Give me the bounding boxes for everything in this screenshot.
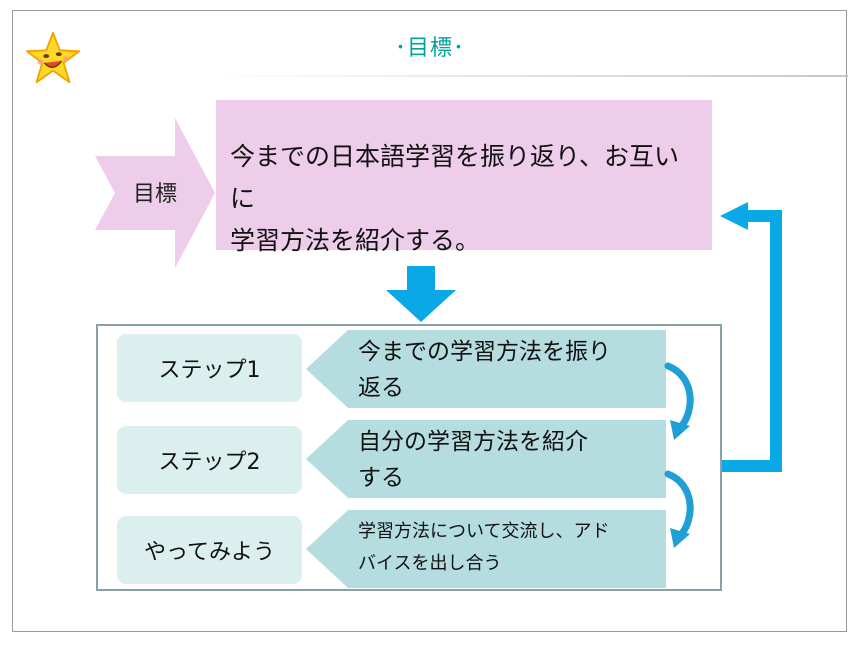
step-1-text-line-2: 返る: [358, 375, 404, 401]
step-1-text: 今までの学習方法を振り 返る: [358, 334, 658, 406]
step-3-text-line-1: 学習方法について交流し、アド: [358, 521, 610, 542]
step-2-text-line-2: する: [358, 465, 404, 491]
down-arrow-icon: [386, 266, 456, 322]
smiling-star-icon: [25, 31, 81, 84]
step-3-text-line-2: バイスを出し合う: [358, 553, 502, 574]
step-2-description: 自分の学習方法を紹介 する: [306, 420, 666, 498]
step-2-arrow-shape: [306, 420, 666, 498]
curved-down-arrow-icon: [664, 362, 694, 440]
step-2-text: 自分の学習方法を紹介 する: [358, 424, 658, 496]
step-3-arrow-shape: [306, 510, 666, 588]
goal-text-line-2: 学習方法を紹介する。: [230, 226, 481, 255]
step-1-description: 今までの学習方法を振り 返る: [306, 330, 666, 408]
step-3-description: 学習方法について交流し、アド バイスを出し合う: [306, 510, 666, 588]
step-3-label: やってみよう: [117, 516, 302, 584]
goal-box: 今までの日本語学習を振り返り、お互いに 学習方法を紹介する。: [216, 100, 712, 255]
step-1-text-line-1: 今までの学習方法を振り: [358, 339, 611, 365]
step-2-label: ステップ2: [117, 426, 302, 494]
goal-text-line-1: 今までの日本語学習を振り返り、お互いに: [230, 142, 680, 213]
goal-label: 目標: [132, 182, 177, 207]
page-title: ･目標･: [394, 36, 465, 61]
goal-chevron-arrow: [95, 118, 215, 268]
step-1-label: ステップ1: [117, 334, 302, 402]
header-divider: [210, 75, 848, 77]
step-1-arrow-shape: [306, 330, 666, 408]
curved-down-arrow-icon: [664, 470, 694, 548]
step-3-text: 学習方法について交流し、アド バイスを出し合う: [358, 516, 658, 580]
step-2-text-line-1: 自分の学習方法を紹介: [358, 429, 588, 455]
loop-back-arrow-icon: [720, 202, 782, 472]
